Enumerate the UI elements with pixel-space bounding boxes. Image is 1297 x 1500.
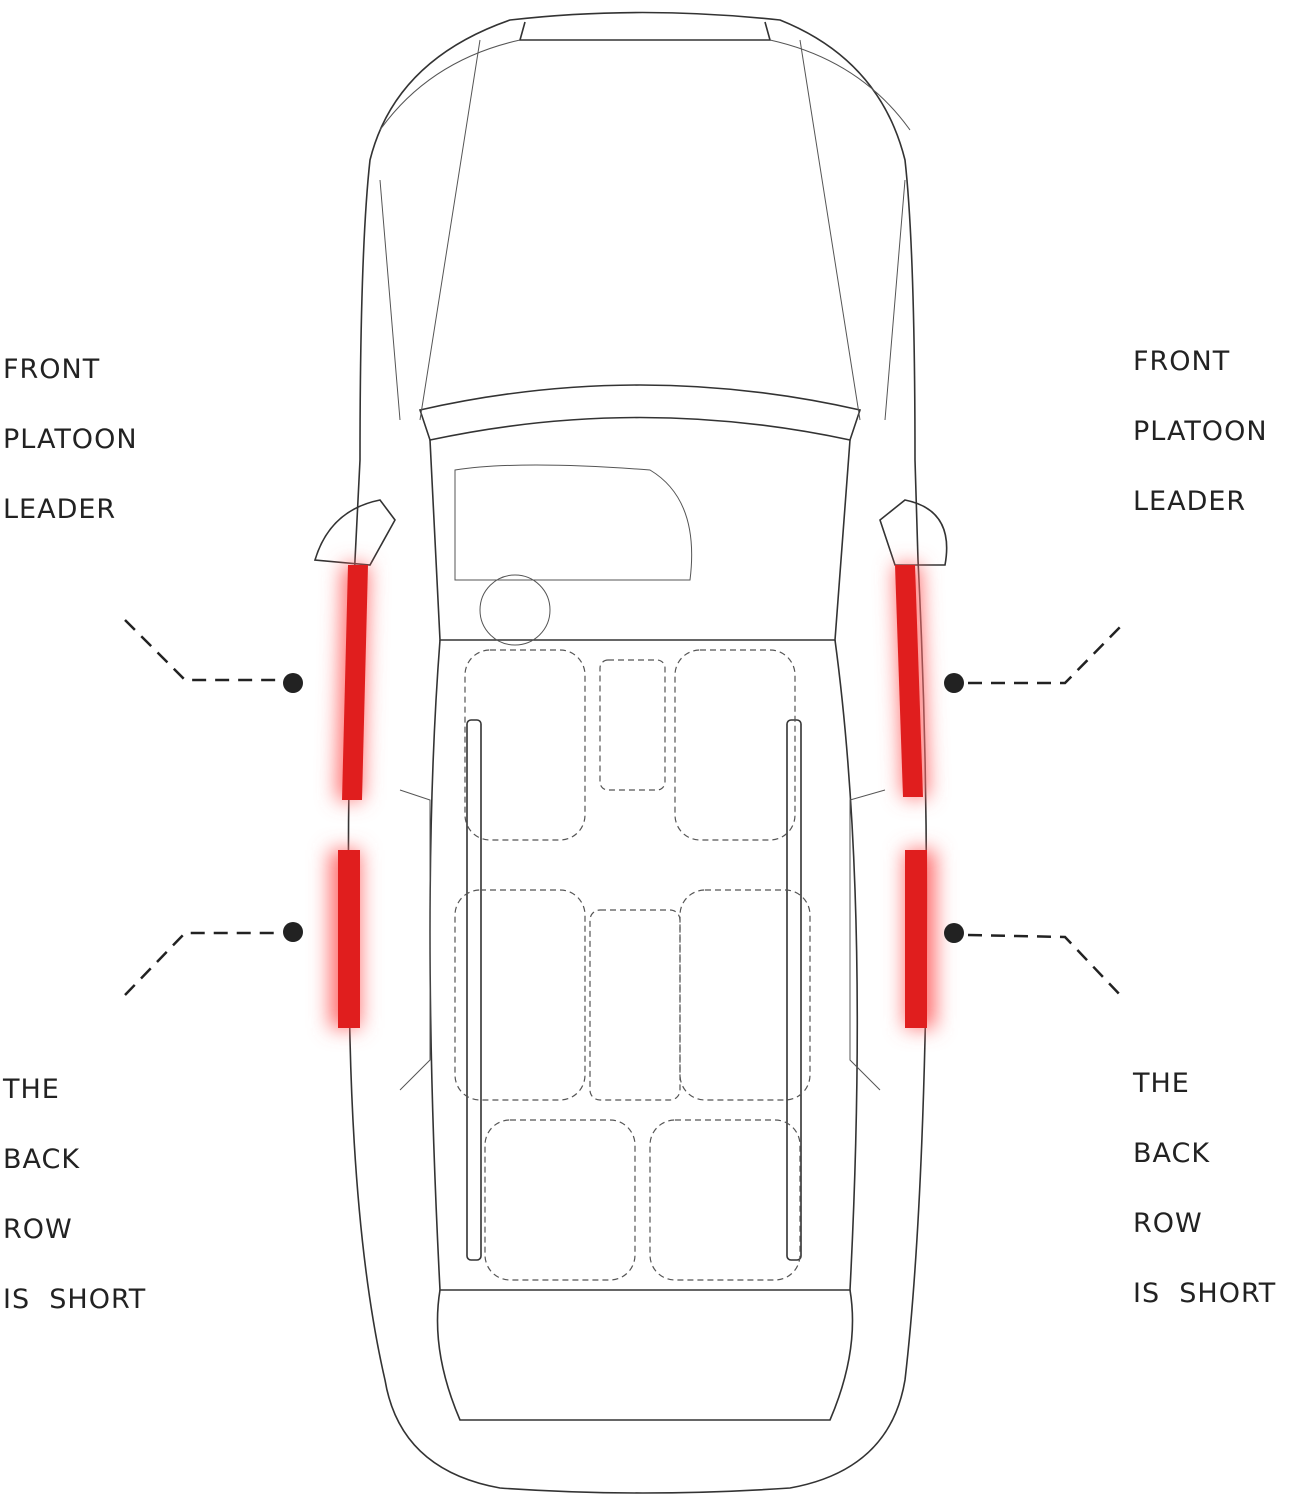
label-line: ROW	[3, 1214, 73, 1245]
label-line: BACK	[3, 1144, 81, 1175]
strip-right-front	[895, 565, 923, 797]
label-line: IS SHORT	[1133, 1278, 1277, 1309]
label-line: LEADER	[1133, 486, 1247, 517]
label-line: ROW	[1133, 1208, 1203, 1239]
label-line: BACK	[1133, 1138, 1211, 1169]
label-front-right: FRONT PLATOON LEADER	[1133, 327, 1268, 537]
car-body-outline	[313, 11, 948, 1494]
label-line: IS SHORT	[3, 1284, 147, 1315]
label-line: PLATOON	[3, 424, 138, 455]
label-line: FRONT	[1133, 346, 1231, 377]
strip-right-rear	[905, 850, 927, 1028]
label-back-left: THE BACK ROW IS SHORT	[3, 1055, 146, 1335]
door-guard-strips	[330, 565, 935, 1028]
label-line: THE	[1133, 1068, 1190, 1099]
label-line: PLATOON	[1133, 416, 1268, 447]
leader-lines	[124, 619, 1126, 999]
label-line: FRONT	[3, 354, 101, 385]
label-front-left: FRONT PLATOON LEADER	[3, 335, 138, 545]
strip-left-rear	[338, 850, 360, 1028]
label-line: LEADER	[3, 494, 117, 525]
strip-left-front	[342, 565, 368, 800]
label-line: THE	[3, 1074, 60, 1105]
label-back-right: THE BACK ROW IS SHORT	[1133, 1049, 1276, 1329]
